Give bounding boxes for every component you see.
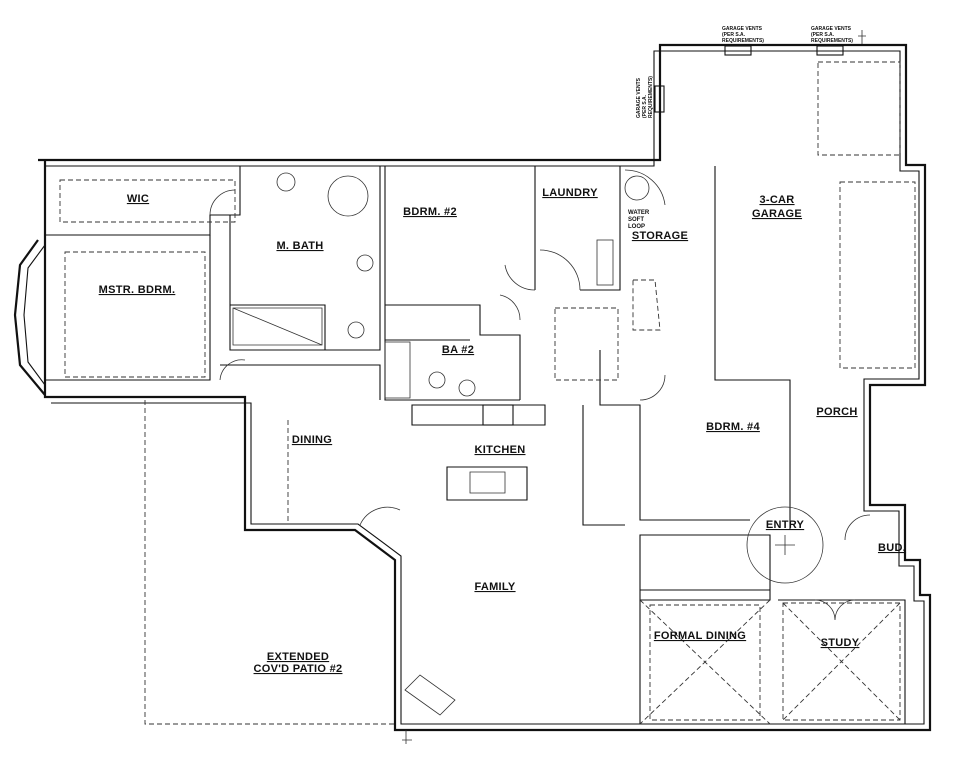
label-laundry: LAUNDRY: [542, 187, 598, 199]
label-formal-dining: FORMAL DINING: [654, 630, 746, 642]
label-storage: STORAGE: [632, 230, 688, 242]
label-bedroom-4: BDRM. #4: [706, 421, 760, 433]
label-patio-line1: EXTENDED: [267, 651, 329, 663]
label-porch: PORCH: [816, 406, 857, 418]
note-garage-vents-a-3: REQUIREMENTS): [722, 38, 764, 44]
label-kitchen: KITCHEN: [475, 444, 526, 456]
doors: [209, 169, 871, 621]
label-wic: WIC: [127, 193, 149, 205]
label-bedroom-2: BDRM. #2: [403, 206, 457, 218]
label-family: FAMILY: [474, 581, 515, 593]
note-garage-vents-c-1: GARAGE VENTS: [636, 77, 642, 118]
label-bud: BUD.: [878, 542, 906, 554]
label-garage-line2: GARAGE: [752, 208, 802, 220]
dashed-outlines: [59, 61, 916, 725]
label-garage-line1: 3-CAR: [759, 194, 794, 206]
note-water-soft-loop-3: LOOP: [628, 224, 645, 230]
note-garage-vents-c-2: (PER S.A.: [642, 94, 648, 118]
label-study: STUDY: [821, 637, 860, 649]
label-master-bath: M. BATH: [276, 240, 323, 252]
fixtures: [276, 172, 824, 716]
label-master-bedroom: MSTR. BDRM.: [99, 284, 176, 296]
label-entry: ENTRY: [766, 519, 805, 531]
range-cooktop: [482, 404, 514, 426]
label-bath-2: BA #2: [442, 344, 474, 356]
note-garage-vents-b-2: (PER S.A.: [811, 32, 835, 38]
exterior-walls: [13, 43, 932, 732]
note-garage-vents-c-3: REQUIREMENTS): [648, 76, 654, 118]
note-garage-vents-b-3: REQUIREMENTS): [811, 38, 853, 44]
label-dining: DINING: [292, 434, 332, 446]
note-garage-vents-a-1: GARAGE VENTS: [722, 26, 763, 32]
hose-bib-marker-bottom: [402, 730, 412, 744]
note-water-soft-loop-1: WATER: [628, 210, 650, 216]
note-garage-vents-b-1: GARAGE VENTS: [811, 26, 852, 32]
hose-bib-marker: [858, 30, 866, 44]
note-garage-vents-a-2: (PER S.A.: [722, 32, 746, 38]
label-patio-line2: COV'D PATIO #2: [254, 663, 343, 675]
garage-vents: [654, 45, 844, 113]
note-water-soft-loop-2: SOFT: [628, 217, 644, 223]
